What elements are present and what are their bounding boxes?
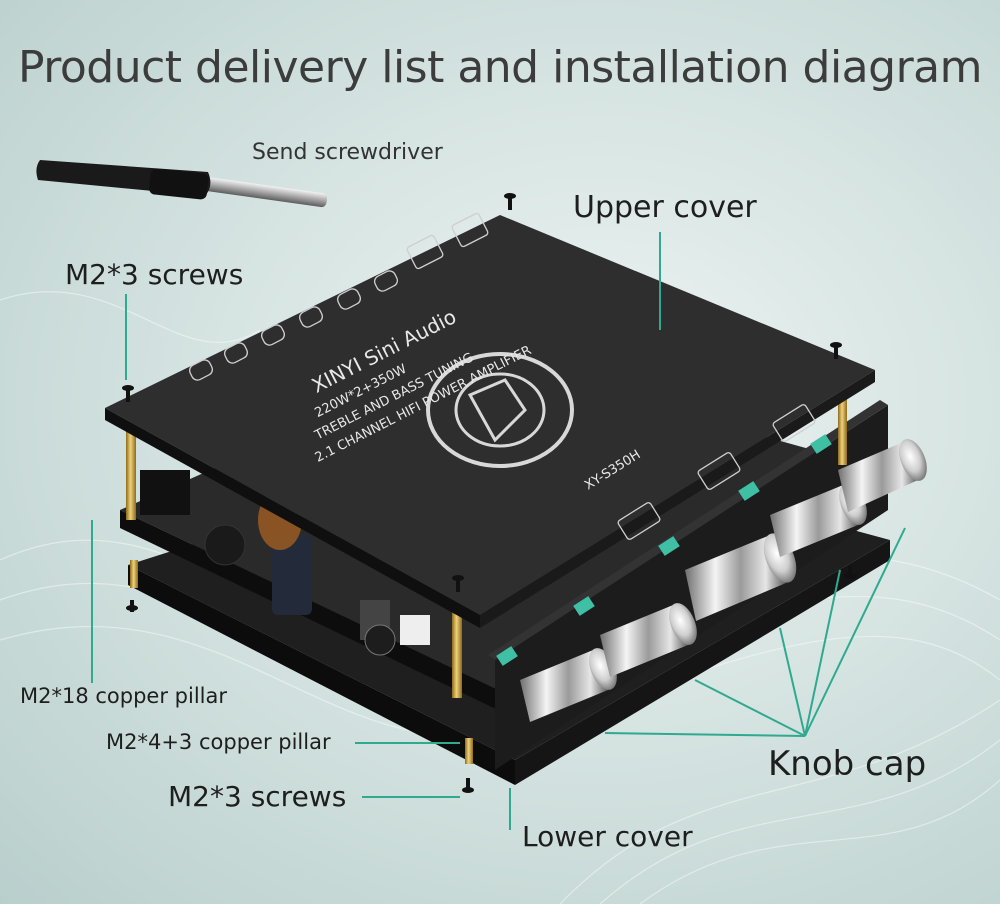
callout-lines — [91, 232, 906, 830]
upper-cover-board: XINYI Sini Audio 220W*2+350W TREBLE AND … — [105, 212, 875, 628]
m2x3-screws-bottom-label: M2*3 screws — [168, 780, 347, 813]
knob-cap-icon — [520, 439, 927, 722]
knob-base-markers — [496, 434, 832, 666]
m2x3-screws-top-label: M2*3 screws — [65, 258, 244, 291]
screwdriver-label: Send screwdriver — [252, 140, 443, 165]
copper-pillar-icon — [126, 395, 847, 764]
m2x4-3-copper-pillar-label: M2*4+3 copper pillar — [106, 730, 331, 754]
screw-icon — [122, 193, 856, 793]
knob-cap-label: Knob cap — [768, 744, 927, 784]
page-title: Product delivery list and installation d… — [18, 42, 983, 93]
lower-cover-label: Lower cover — [522, 820, 693, 853]
upper-cover-label: Upper cover — [573, 190, 757, 225]
m2x18-copper-pillar-label: M2*18 copper pillar — [20, 684, 227, 708]
screwdriver-icon — [36, 160, 328, 208]
